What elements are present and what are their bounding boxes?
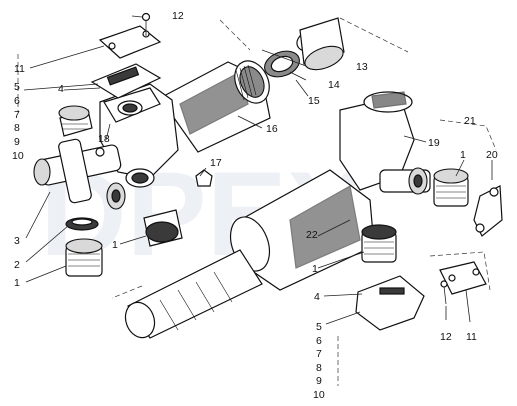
callout-9-top: 9 xyxy=(14,136,20,148)
callout-11-top: 11 xyxy=(14,63,25,75)
callout-19: 19 xyxy=(428,137,440,149)
callout-1-right: 1 xyxy=(460,149,466,161)
callout-2: 2 xyxy=(14,259,20,271)
upper-yoke xyxy=(99,83,179,188)
bearing-cup-upper-left xyxy=(58,105,93,137)
callout-3: 3 xyxy=(14,235,20,247)
dust-boot-sleeve xyxy=(296,17,345,71)
callout-labels: 12 11 5 6 7 8 9 10 4 13 14 15 16 17 18 3… xyxy=(12,10,498,401)
lower-cross-spider xyxy=(379,167,431,195)
callout-14: 14 xyxy=(328,79,340,91)
callout-21: 21 xyxy=(464,115,476,127)
callout-10-top: 10 xyxy=(12,150,24,162)
callout-7-lower: 7 xyxy=(316,348,322,360)
callout-8-lower: 8 xyxy=(316,362,322,374)
callout-6-lower: 6 xyxy=(316,335,322,347)
callout-1-lower: 1 xyxy=(312,263,318,275)
shaft-tube-upper xyxy=(159,60,271,153)
seal-ring-lower-left xyxy=(65,217,99,231)
splined-shaft xyxy=(124,249,263,339)
callout-4-top: 4 xyxy=(58,83,64,95)
callout-11-lower: 11 xyxy=(466,331,477,343)
upper-lock-plate xyxy=(98,25,162,59)
callout-6-top: 6 xyxy=(14,95,20,107)
callout-16: 16 xyxy=(266,123,278,135)
bearing-cup-lower-left xyxy=(65,238,103,277)
seal-ring-right xyxy=(473,185,503,237)
callout-4-lower: 4 xyxy=(314,291,320,303)
retaining-ring xyxy=(264,50,300,78)
callout-22: 22 xyxy=(306,229,318,241)
upper-cross-spider xyxy=(33,138,126,210)
callout-12-top: 12 xyxy=(172,10,184,22)
upper-bolt xyxy=(141,12,151,36)
bearing-cup-lower-center xyxy=(361,224,397,263)
callout-13: 13 xyxy=(356,61,368,73)
upper-cover-plate xyxy=(90,63,162,99)
bearing-cup-right xyxy=(433,168,469,207)
callout-20: 20 xyxy=(486,149,498,161)
grease-fitting xyxy=(195,169,213,187)
callout-1-center: 1 xyxy=(112,239,118,251)
callout-8-top: 8 xyxy=(14,122,20,134)
bearing-cup-center xyxy=(143,209,183,247)
callout-12-lower: 12 xyxy=(440,331,452,343)
callout-5-top: 5 xyxy=(14,81,20,93)
dashed-guide xyxy=(111,285,143,299)
dashed-guide xyxy=(219,19,251,51)
lower-cover-plate xyxy=(355,275,425,331)
callout-15: 15 xyxy=(308,95,320,107)
callout-9-lower: 9 xyxy=(316,375,322,387)
lower-bolt xyxy=(440,280,448,305)
callout-18: 18 xyxy=(98,133,110,145)
callout-17: 17 xyxy=(210,157,222,169)
callout-7-top: 7 xyxy=(14,109,20,121)
lower-lock-plate xyxy=(439,261,487,295)
callout-1-left: 1 xyxy=(14,277,20,289)
dashed-guide xyxy=(339,17,409,53)
callout-5-lower: 5 xyxy=(316,321,322,333)
dashed-guide xyxy=(429,251,491,291)
lower-yoke xyxy=(339,91,415,191)
leader-lines xyxy=(23,15,493,325)
callout-10-lower: 10 xyxy=(313,389,325,401)
